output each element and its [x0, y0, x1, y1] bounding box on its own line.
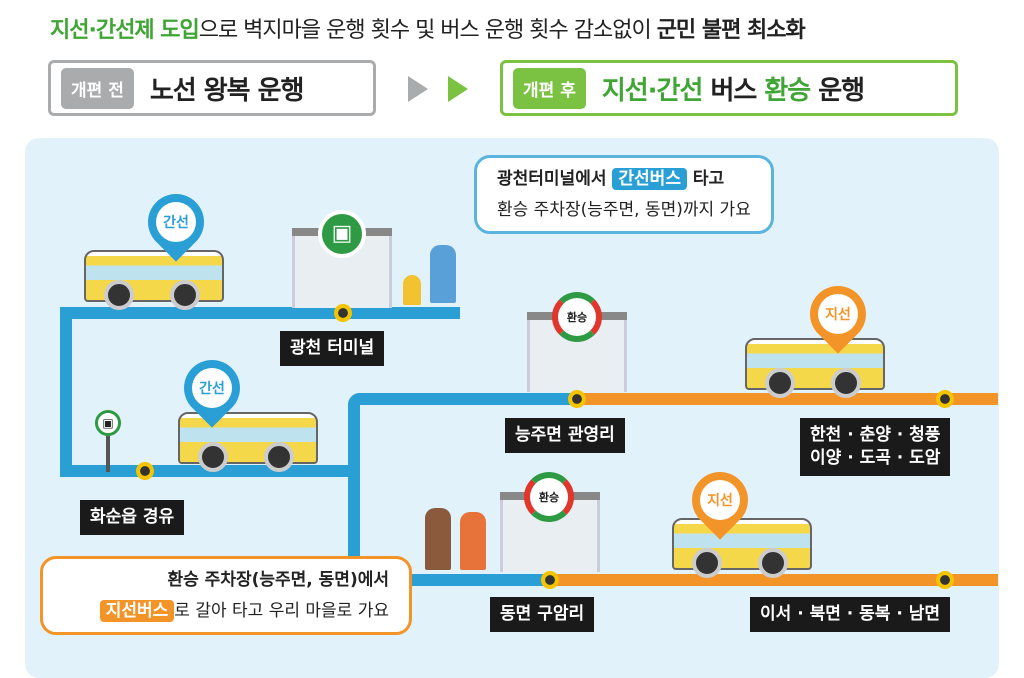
stop-label-dongmyeon: 동면 구암리 — [490, 597, 595, 632]
branch-bus — [745, 338, 885, 398]
stop-marker — [568, 390, 586, 408]
before-box: 개편 전 노선 왕복 운행 — [48, 60, 376, 116]
bubble-text: 환승 주차장(능주면, 동면)까지 가요 — [497, 199, 751, 220]
trunk-line — [348, 393, 360, 586]
stop-label-line: 한천 · 춘양 · 청풍 — [810, 425, 941, 445]
speech-bubble-top: 광천터미널에서 간선버스 타고 환승 주차장(능주면, 동면)까지 가요 — [474, 155, 774, 235]
headline-text: 으로 벽지마을 운행 횟수 및 버스 운행 횟수 감소없이 — [198, 18, 657, 43]
child-illustration — [403, 275, 421, 305]
trunk-bus — [84, 250, 224, 310]
stop-label-hwasun: 화순읍 경유 — [80, 500, 185, 535]
sign-pole — [106, 436, 110, 472]
bubble-text: 광천터미널에서 — [497, 169, 613, 189]
after-text: 지선·간선 — [601, 75, 704, 106]
branch-bus-highlight: 지선버스 — [99, 599, 175, 622]
branch-bus — [672, 518, 812, 578]
trunk-line — [60, 307, 72, 477]
after-text: 운행 — [810, 75, 865, 106]
stop-marker — [936, 390, 954, 408]
headline-highlight: 지선·간선제 도입 — [50, 18, 200, 43]
stop-marker — [541, 571, 559, 589]
stop-marker — [334, 304, 352, 322]
person-illustration — [460, 512, 486, 570]
headline-bold: 군민 불편 최소화 — [656, 18, 806, 43]
bubble-text: 환승 주차장(능주면, 동면)에서 — [167, 570, 389, 590]
person-illustration — [425, 508, 451, 570]
pin-label: 간선 — [156, 202, 196, 242]
stop-label-gwangcheon: 광천 터미널 — [280, 331, 385, 366]
bubble-text: 타고 — [686, 169, 725, 189]
transfer-label: 환승 — [566, 311, 588, 324]
before-tag: 개편 전 — [61, 67, 134, 109]
transfer-icon: 환승 — [552, 292, 602, 342]
after-text: 환승 — [764, 75, 811, 106]
transfer-label: 환승 — [538, 491, 560, 504]
stop-label-neungju: 능주면 관영리 — [505, 418, 625, 453]
arrow-gray-icon — [408, 76, 428, 102]
trunk-bus — [178, 412, 318, 472]
bus-stop-sign-icon: ▣ — [95, 410, 121, 436]
trunk-line — [60, 307, 460, 319]
stop-label-line: 이양 · 도곡 · 도암 — [810, 447, 941, 468]
bubble-text: 로 갈아 타고 우리 마을로 가요 — [174, 600, 389, 621]
after-box: 개편 후 지선·간선 버스 환승 운행 — [500, 60, 958, 116]
stop-label-iseo: 이서 · 북면 · 동복 · 남면 — [750, 597, 951, 632]
pin-label: 지선 — [700, 480, 740, 520]
trunk-bus-highlight: 간선버스 — [612, 168, 687, 190]
after-tag: 개편 후 — [513, 67, 586, 109]
after-text: 버스 — [702, 75, 765, 106]
branch-line — [578, 393, 998, 405]
headline: 지선·간선제 도입으로 벽지마을 운행 횟수 및 버스 운행 횟수 감소없이 군… — [50, 12, 806, 44]
pin-label: 간선 — [192, 368, 232, 408]
bus-stop-icon: ▣ — [318, 210, 366, 258]
arrow-green-icon — [448, 76, 468, 102]
branch-line — [550, 574, 998, 586]
stop-marker — [136, 462, 154, 480]
before-text: 노선 왕복 운행 — [149, 75, 305, 106]
trunk-line — [348, 393, 578, 405]
stop-marker — [936, 571, 954, 589]
pin-label: 지선 — [818, 294, 858, 334]
person-illustration — [430, 245, 456, 303]
transfer-icon: 환승 — [524, 472, 574, 522]
